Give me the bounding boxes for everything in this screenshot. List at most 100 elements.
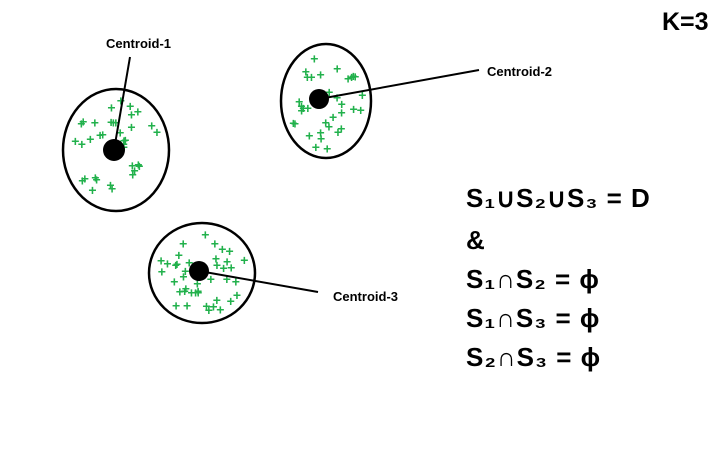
- data-point-plus: +: [121, 132, 129, 148]
- data-point-plus: +: [172, 298, 180, 314]
- cluster-3-boundary: [147, 221, 257, 325]
- data-point-plus: +: [175, 247, 183, 263]
- data-point-plus: +: [348, 69, 356, 85]
- data-point-plus: +: [78, 136, 86, 152]
- data-point-plus: +: [81, 170, 89, 186]
- data-point-plus: +: [303, 69, 311, 85]
- data-point-plus: +: [334, 124, 342, 140]
- centroid-1-label: Centroid-1: [106, 36, 171, 51]
- data-point-plus: +: [323, 140, 331, 156]
- data-point-plus: +: [325, 118, 333, 134]
- data-point-plus: +: [192, 284, 200, 300]
- union-equation: S₁∪S₂∪S₃ = D: [466, 183, 651, 213]
- data-point-plus: +: [108, 181, 116, 197]
- data-point-plus: +: [117, 93, 125, 109]
- data-point-plus: +: [127, 119, 135, 135]
- data-point-plus: +: [205, 302, 213, 318]
- data-point-plus: +: [337, 121, 345, 137]
- data-point-plus: +: [307, 69, 315, 85]
- data-point-plus: +: [358, 87, 366, 103]
- data-point-plus: +: [202, 298, 210, 314]
- data-point-plus: +: [291, 116, 299, 132]
- data-point-plus: +: [333, 60, 341, 76]
- data-point-plus: +: [201, 227, 209, 243]
- data-point-plus: +: [71, 133, 79, 149]
- data-point-plus: +: [96, 127, 104, 143]
- data-point-plus: +: [153, 124, 161, 140]
- data-point-plus: +: [317, 131, 325, 147]
- data-point-plus: +: [351, 68, 359, 84]
- data-point-plus: +: [299, 100, 307, 116]
- data-point-plus: +: [170, 274, 178, 290]
- centroid-3-marker: [189, 261, 209, 281]
- data-point-plus: +: [182, 280, 190, 296]
- data-point-plus: +: [212, 250, 220, 266]
- data-point-plus: +: [134, 104, 142, 120]
- centroid-2-leader: [318, 69, 480, 100]
- data-point-plus: +: [183, 298, 191, 314]
- data-point-plus: +: [226, 243, 234, 259]
- data-point-plus: +: [289, 115, 297, 131]
- data-point-plus: +: [157, 253, 165, 269]
- data-point-plus: +: [333, 89, 341, 105]
- data-point-plus: +: [310, 51, 318, 67]
- data-point-plus: +: [120, 133, 128, 149]
- data-point-plus: +: [194, 283, 202, 299]
- data-point-plus: +: [88, 182, 96, 198]
- data-point-plus: +: [312, 139, 320, 155]
- data-point-plus: +: [179, 236, 187, 252]
- data-point-plus: +: [181, 283, 189, 299]
- data-point-plus: +: [317, 124, 325, 140]
- data-point-plus: +: [99, 126, 107, 142]
- data-point-plus: +: [223, 254, 231, 270]
- data-point-plus: +: [179, 269, 187, 285]
- centroid-2-marker: [309, 89, 329, 109]
- data-point-plus: +: [173, 256, 181, 272]
- data-point-plus: +: [187, 284, 195, 300]
- data-point-plus: +: [344, 71, 352, 87]
- data-point-plus: +: [213, 292, 221, 308]
- data-point-plus: +: [305, 127, 313, 143]
- data-point-plus: +: [298, 103, 306, 119]
- data-point-plus: +: [240, 252, 248, 268]
- data-point-plus: +: [135, 158, 143, 174]
- data-point-plus: +: [107, 99, 115, 115]
- data-point-plus: +: [349, 68, 357, 84]
- data-point-plus: +: [302, 64, 310, 80]
- intersection-s1-s3: S₁∩S₃ = ϕ: [466, 303, 601, 333]
- data-point-plus: +: [295, 93, 303, 109]
- centroid-2-label: Centroid-2: [487, 64, 552, 79]
- data-point-plus: +: [209, 298, 217, 314]
- data-point-plus: +: [357, 102, 365, 118]
- data-point-plus: +: [93, 171, 101, 187]
- cluster-2-boundary: [279, 42, 373, 160]
- data-point-plus: +: [329, 109, 337, 125]
- data-point-plus: +: [158, 263, 166, 279]
- data-point-plus: +: [127, 106, 135, 122]
- data-point-plus: +: [325, 84, 333, 100]
- data-point-plus: +: [338, 96, 346, 112]
- data-point-plus: +: [181, 263, 189, 279]
- data-point-plus: +: [220, 260, 228, 276]
- intersection-s2-s3: S₂∩S₃ = ϕ: [466, 342, 602, 372]
- data-point-plus: +: [126, 98, 134, 114]
- data-point-plus: +: [227, 259, 235, 275]
- data-point-plus: +: [109, 115, 117, 131]
- data-point-plus: +: [128, 157, 136, 173]
- data-point-plus: +: [106, 177, 114, 193]
- data-point-plus: +: [78, 173, 86, 189]
- k-value-label: K=3: [662, 8, 709, 36]
- data-point-plus: +: [131, 163, 139, 179]
- data-point-plus: +: [86, 131, 94, 147]
- data-point-plus: +: [172, 257, 180, 273]
- data-point-plus: +: [193, 275, 201, 291]
- data-point-plus: +: [116, 124, 124, 140]
- data-point-plus: +: [112, 114, 120, 130]
- intersection-s1-s2: S₁∩S₂ = ϕ: [466, 264, 600, 294]
- data-point-plus: +: [338, 104, 346, 120]
- data-point-plus: +: [120, 136, 128, 152]
- data-point-plus: +: [194, 285, 202, 301]
- data-point-plus: +: [134, 157, 142, 173]
- data-point-plus: +: [233, 287, 241, 303]
